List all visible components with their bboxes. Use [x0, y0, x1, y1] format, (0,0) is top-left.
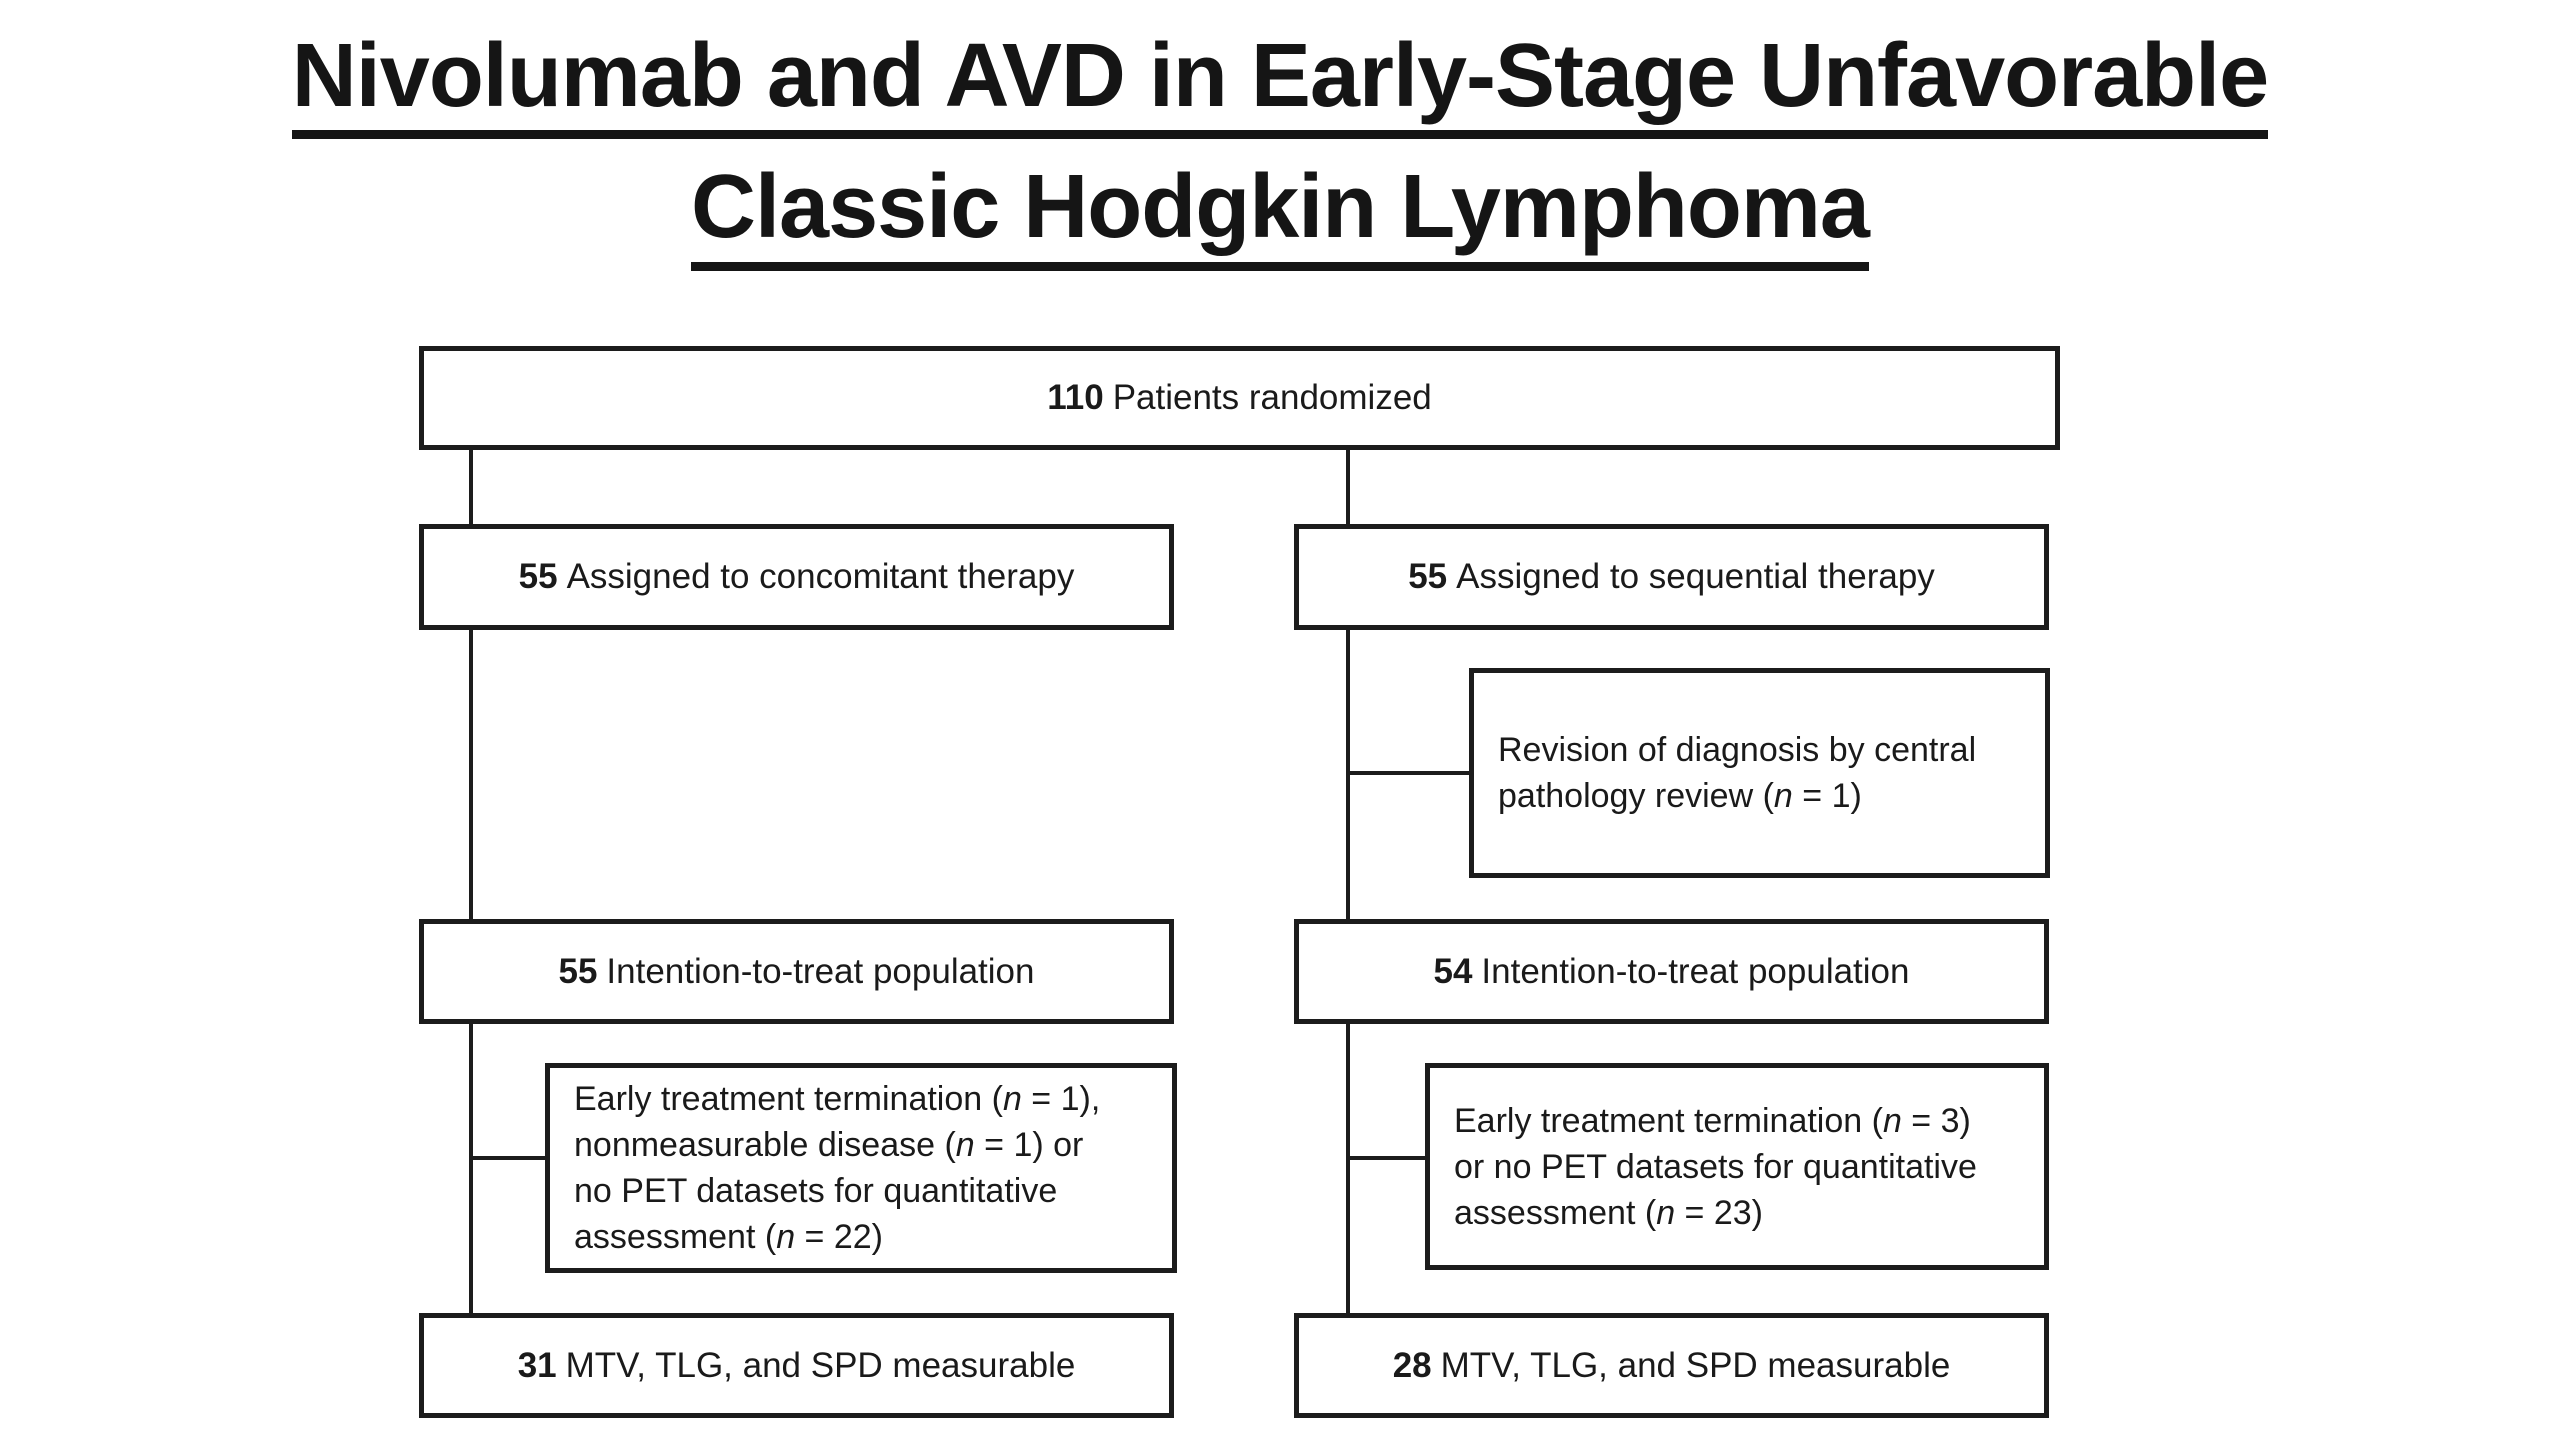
randomized-label: Patients randomized: [1112, 378, 1432, 418]
left-measurable-count: 31: [517, 1345, 557, 1385]
figure-title-line-1-wrap: Nivolumab and AVD in Early-Stage Unfavor…: [0, 24, 2560, 140]
box-right-exclusions: Early treatment termination (n = 3)or no…: [1425, 1063, 2049, 1270]
box-left-measurable: 31 MTV, TLG, and SPD measurable: [419, 1313, 1174, 1418]
connector-randomized-to-left-arm: [469, 448, 473, 528]
connector-left-itt-to-left-measurable: [469, 1020, 473, 1317]
figure-title-line-1: Nivolumab and AVD in Early-Stage Unfavor…: [291, 24, 2269, 140]
figure-title-line-2-wrap: Classic Hodgkin Lymphoma: [0, 155, 2560, 271]
right-itt-label: Intention-to-treat population: [1481, 951, 1910, 991]
box-right-assigned: 55 Assigned to sequential therapy: [1294, 524, 2049, 630]
connector-randomized-to-right-arm: [1346, 448, 1350, 528]
box-randomized: 110 Patients randomized: [419, 346, 2060, 450]
figure-title-line-2: Classic Hodgkin Lymphoma: [691, 155, 1870, 271]
box-left-itt: 55 Intention-to-treat population: [419, 919, 1174, 1024]
connector-left-arm-to-left-itt: [469, 626, 473, 923]
figure-title: Nivolumab and AVD in Early-Stage Unfavor…: [0, 24, 2560, 271]
left-measurable-label: MTV, TLG, and SPD measurable: [565, 1345, 1076, 1385]
left-exclusions-text: Early treatment termination (n = 1),nonm…: [574, 1080, 1101, 1256]
randomized-count: 110: [1047, 378, 1104, 418]
left-assigned-count: 55: [518, 557, 558, 597]
left-assigned-label: Assigned to concomitant therapy: [566, 557, 1075, 597]
right-measurable-count: 28: [1392, 1345, 1432, 1385]
right-measurable-label: MTV, TLG, and SPD measurable: [1440, 1345, 1951, 1385]
right-itt-count: 54: [1433, 951, 1473, 991]
connector-to-revision-box: [1346, 771, 1472, 775]
box-right-measurable: 28 MTV, TLG, and SPD measurable: [1294, 1313, 2049, 1418]
left-itt-label: Intention-to-treat population: [606, 951, 1035, 991]
box-right-itt: 54 Intention-to-treat population: [1294, 919, 2049, 1024]
box-left-exclusions: Early treatment termination (n = 1),nonm…: [545, 1063, 1177, 1273]
left-itt-count: 55: [558, 951, 598, 991]
right-exclusions-text: Early treatment termination (n = 3)or no…: [1454, 1101, 1977, 1232]
box-left-assigned: 55 Assigned to concomitant therapy: [419, 524, 1174, 630]
connector-right-itt-to-right-measurable: [1346, 1020, 1350, 1317]
connector-to-left-exclusion-box: [469, 1156, 545, 1160]
right-assigned-label: Assigned to sequential therapy: [1456, 557, 1935, 597]
right-assigned-count: 55: [1408, 557, 1448, 597]
connector-to-right-exclusion-box: [1346, 1156, 1425, 1160]
